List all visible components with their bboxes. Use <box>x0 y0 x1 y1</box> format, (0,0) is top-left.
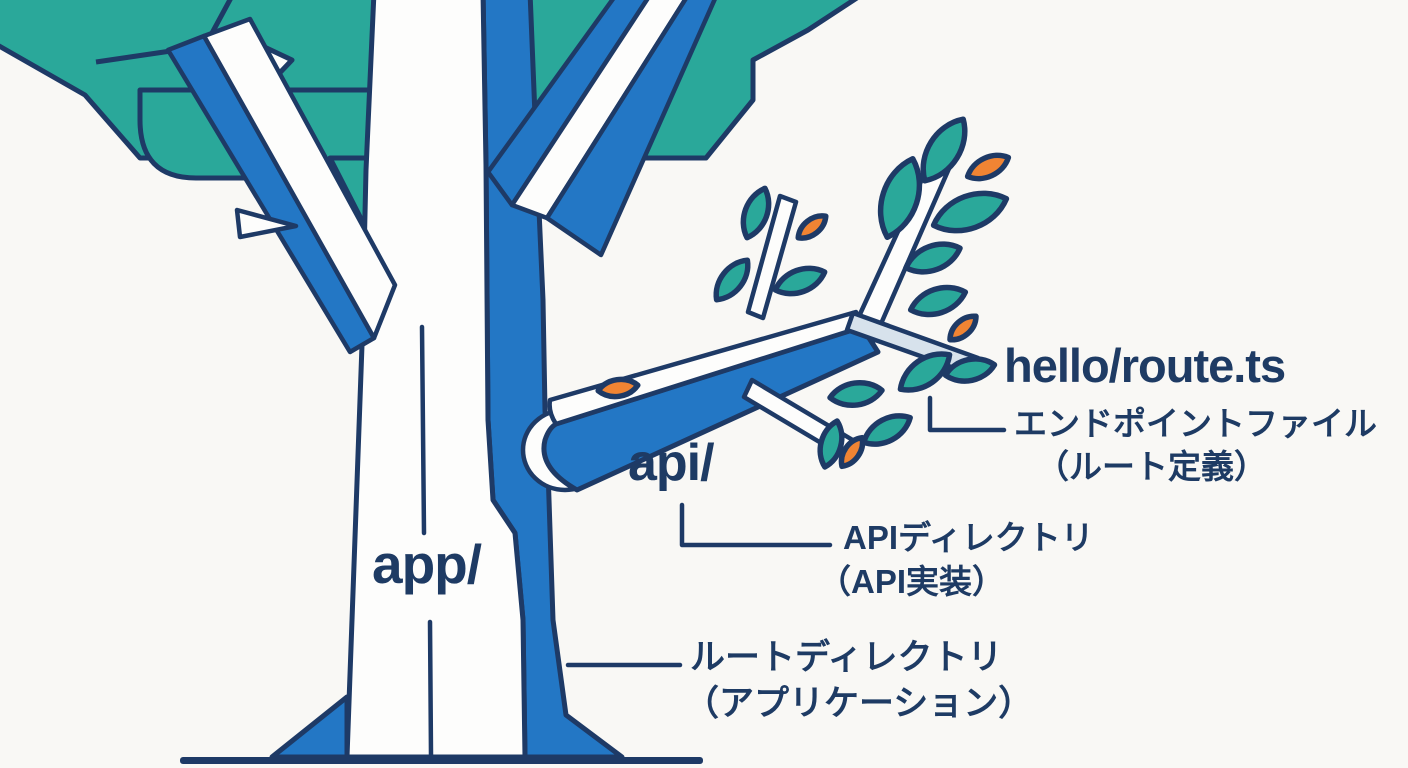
connector-api <box>679 502 833 548</box>
leaf-teal <box>859 408 916 452</box>
branch-body <box>541 324 881 493</box>
ground-line <box>180 757 703 764</box>
leaf-teal <box>907 281 969 322</box>
leaf-orange <box>943 308 983 348</box>
api-dir-desc-line2: （API実装） <box>818 563 1006 600</box>
api-dir-desc-line1: APIディレクトリ <box>843 519 1094 556</box>
leaf-teal <box>772 262 829 301</box>
leaf-orange <box>791 208 833 246</box>
leaf-teal <box>828 379 883 408</box>
label-connectors <box>419 324 1007 758</box>
app-dir-desc-line2: （アプリケーション） <box>684 684 1034 723</box>
route-file-label: hello/route.ts <box>1004 339 1286 392</box>
connector-app-upper <box>419 324 427 536</box>
connector-app-lower <box>427 619 434 758</box>
connector-hello <box>927 395 1007 433</box>
route-file-desc-line2: （ルート定義） <box>1036 448 1267 485</box>
left-branch <box>165 16 398 355</box>
app-dir-label: app/ <box>372 533 482 595</box>
upper-branch <box>485 0 717 258</box>
trunk-flare-left <box>269 694 350 760</box>
route-file-desc-line1: エンドポイントファイル <box>1014 405 1377 442</box>
leaf-teal <box>708 254 755 306</box>
app-dir-desc-line1: ルートディレクトリ <box>690 638 1003 677</box>
twig-left <box>745 193 799 321</box>
leaf-orange <box>964 149 1013 185</box>
api-dir-label: api/ <box>628 434 715 492</box>
